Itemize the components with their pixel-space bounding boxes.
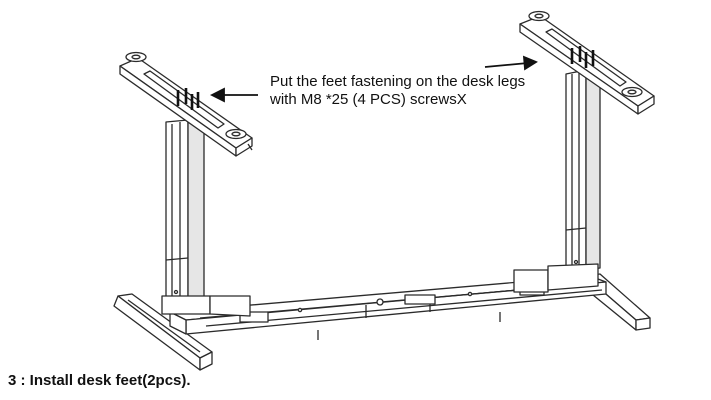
instruction-callout: Put the feet fastening on the desk legs … [270, 73, 525, 109]
left-pointer-arrow-icon [209, 87, 258, 103]
left-base-foot [113, 293, 213, 371]
right-pointer-arrow-icon [484, 55, 538, 71]
step-caption: 3 : Install desk feet(2pcs). [8, 372, 191, 389]
right-leg-column [513, 69, 601, 293]
instruction-line-2: with M8 *25 (4 PCS) screwsX [270, 91, 467, 108]
left-screws-icon [176, 88, 200, 110]
crossbar [169, 275, 607, 340]
right-screws-icon [570, 46, 595, 68]
instruction-line-1: Put the feet fastening on the desk legs [270, 73, 526, 90]
